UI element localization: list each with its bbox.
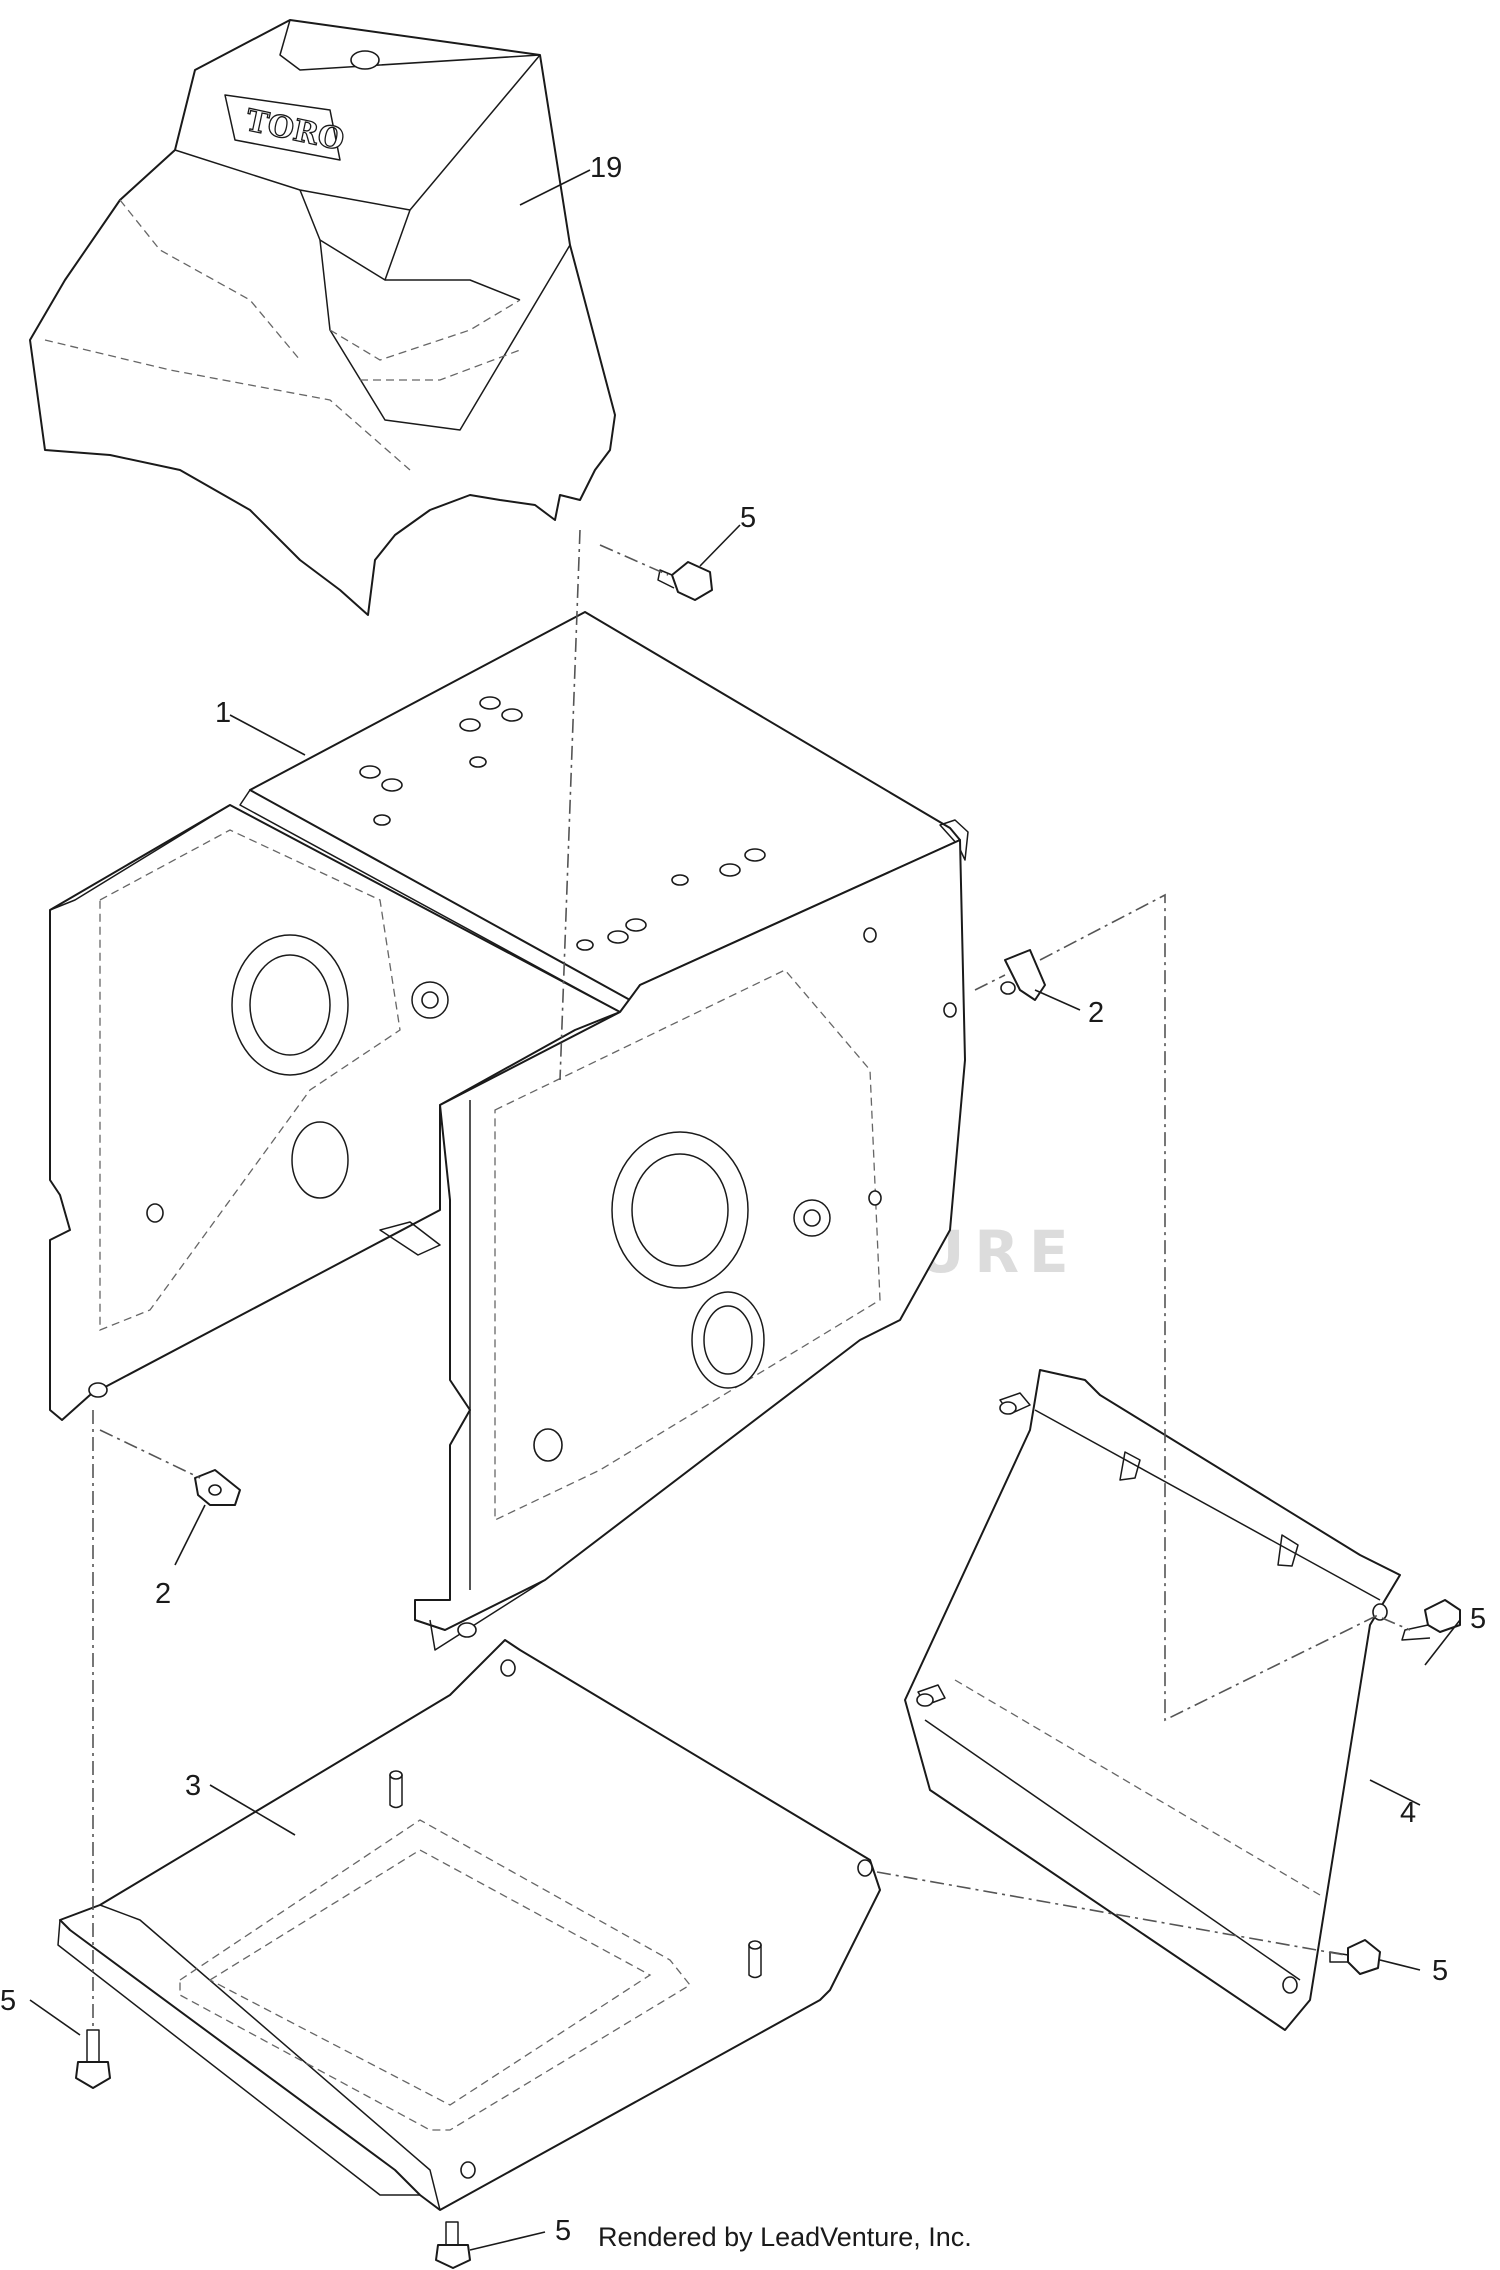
part-5-bolt-guard-lower[interactable] <box>1329 1939 1381 1975</box>
callout-5-shroud-bolt: 5 <box>740 502 756 534</box>
callouts: 19 5 1 2 2 5 3 4 5 5 5 <box>0 152 1486 2247</box>
part-5-bolt-guard-upper[interactable] <box>1401 1599 1461 1641</box>
callout-1: 1 <box>215 697 231 729</box>
part-5-bolt-pan-left[interactable] <box>75 2029 111 2089</box>
render-credit: Rendered by LeadVenture, Inc. <box>598 2222 972 2252</box>
callout-19: 19 <box>590 152 622 184</box>
part-2-speed-nut-lower[interactable] <box>194 1469 241 1506</box>
part-4-side-guard[interactable] <box>904 1369 1401 2031</box>
part-1-frame[interactable] <box>49 611 969 1651</box>
leader-lines <box>29 169 1461 2251</box>
assembly-lines <box>92 529 1411 2030</box>
callout-5-pan-bottom: 5 <box>555 2215 571 2247</box>
part-19-shroud[interactable]: TORO <box>29 19 616 616</box>
part-2-speed-nut-upper[interactable] <box>1000 949 1046 1001</box>
part-5-bolt-pan-bottom[interactable] <box>435 2221 471 2269</box>
callout-4: 4 <box>1400 1797 1416 1829</box>
callout-5-pan-left: 5 <box>0 1985 16 2017</box>
callout-2-upper: 2 <box>1088 997 1104 1029</box>
callout-5-guard-upper: 5 <box>1470 1603 1486 1635</box>
part-3-bottom-pan[interactable] <box>57 1639 881 2211</box>
callout-2-lower: 2 <box>155 1578 171 1610</box>
callout-3: 3 <box>185 1770 201 1802</box>
callout-5-guard-lower: 5 <box>1432 1955 1448 1987</box>
part-5-bolt-shroud[interactable] <box>657 561 713 601</box>
